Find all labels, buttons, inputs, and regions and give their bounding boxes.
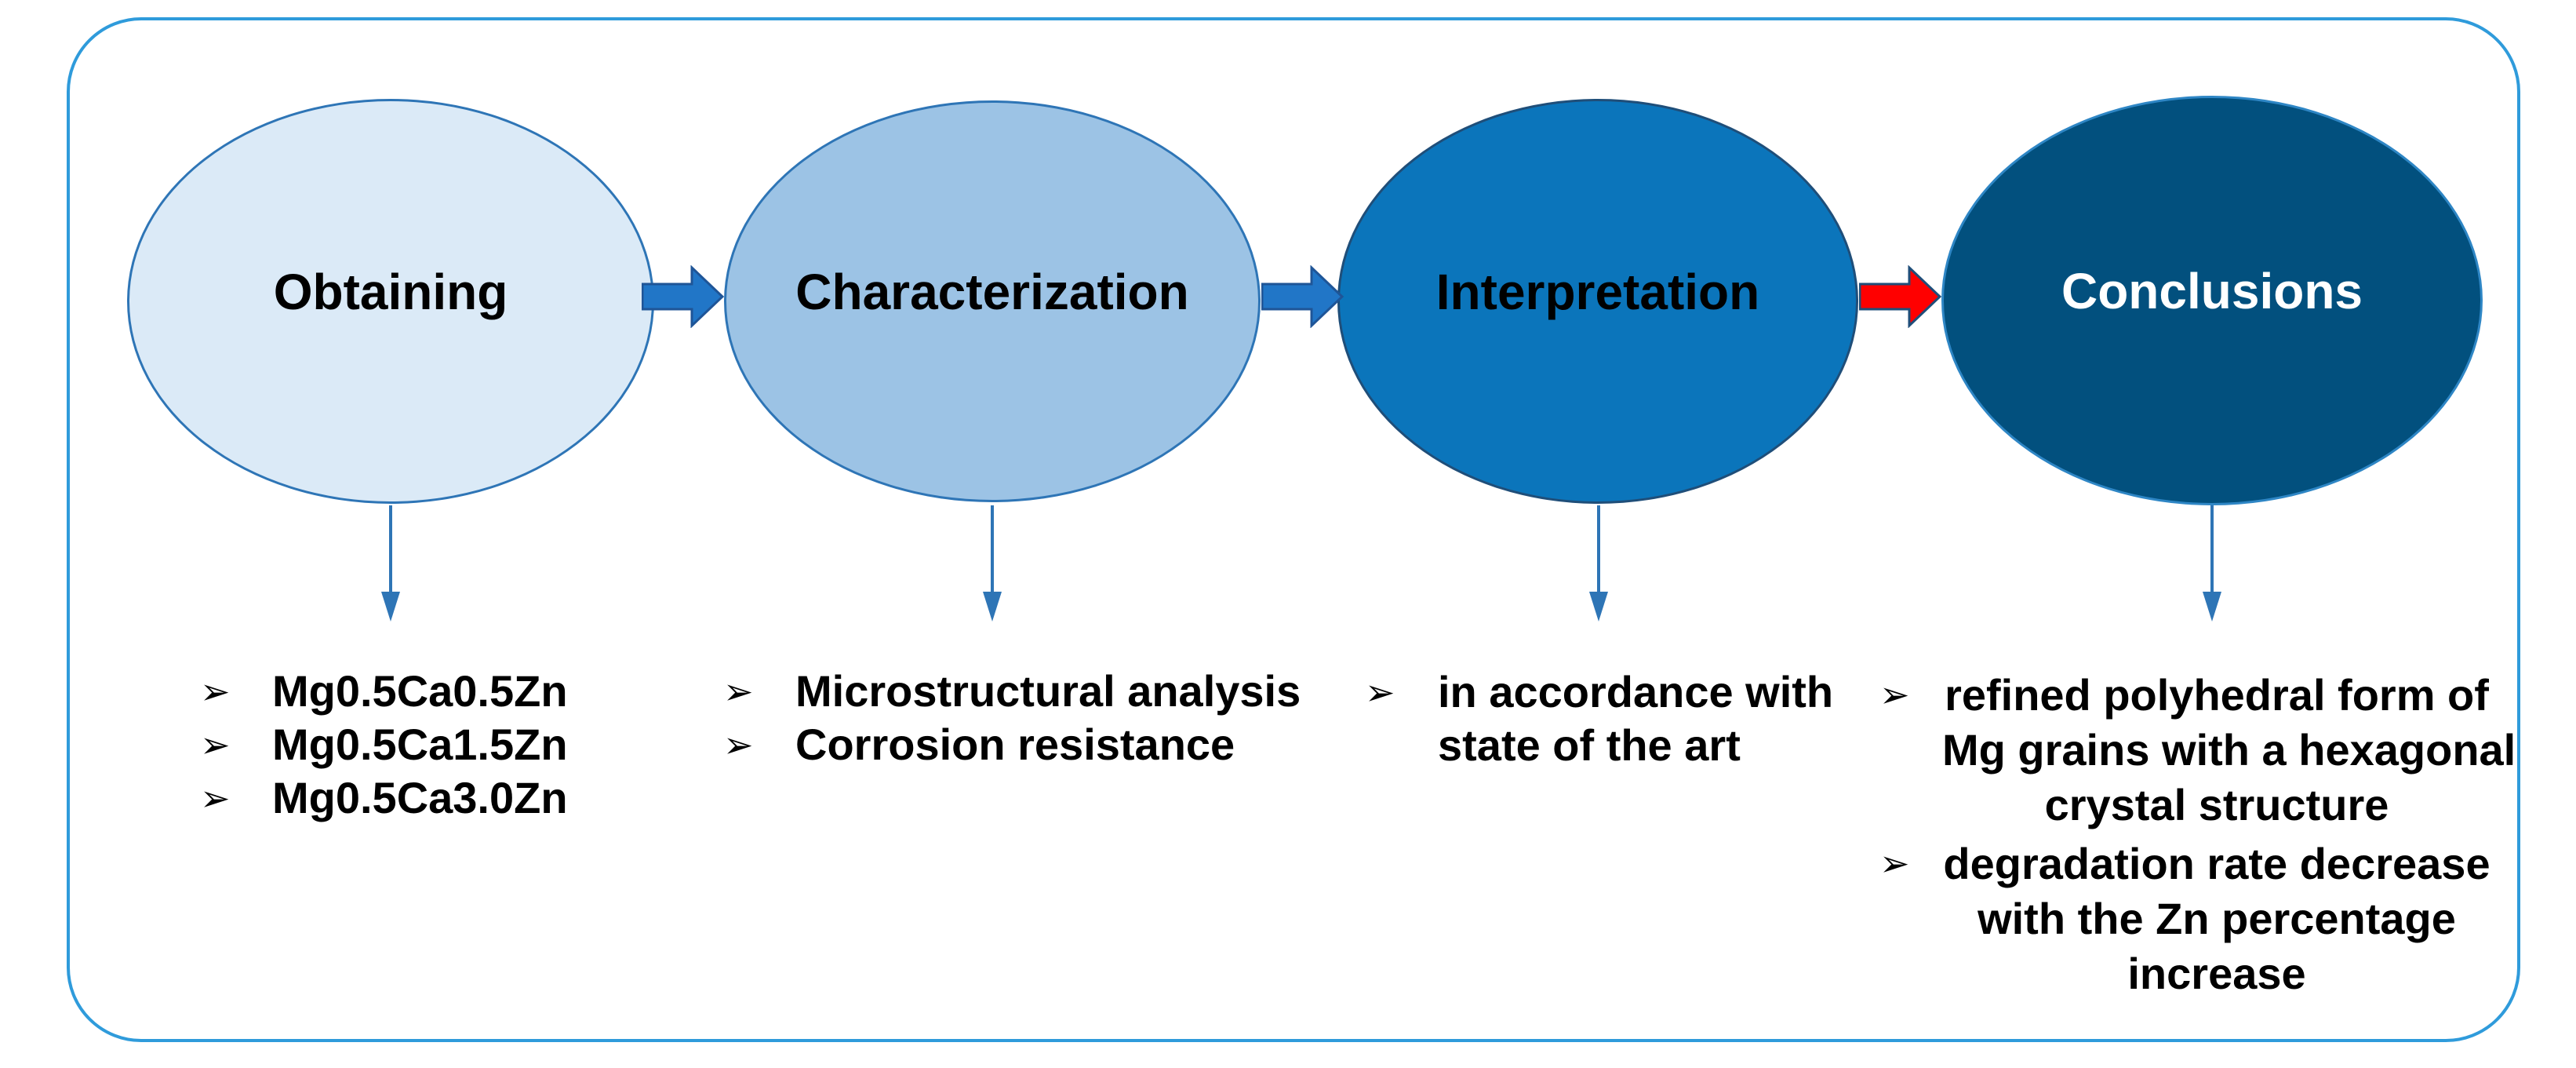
- list-item: ➢ Mg0.5Ca3.0Zn: [200, 771, 568, 825]
- block-arrow-icon: [1261, 265, 1344, 328]
- list-item-line: crystal structure: [2044, 780, 2389, 829]
- list-item-text: Mg0.5Ca3.0Zn: [272, 773, 568, 822]
- list-item-line: degradation rate decrease: [1943, 839, 2490, 888]
- list-obtaining: ➢ Mg0.5Ca0.5Zn ➢ Mg0.5Ca1.5Zn ➢ Mg0.5Ca3…: [200, 665, 568, 825]
- flow-arrow-interpretation-to-conclusions: [1859, 265, 1942, 328]
- list-item-line: with the Zn percentage: [1977, 894, 2456, 943]
- list-characterization: ➢ Microstructural analysis ➢ Corrosion r…: [723, 665, 1301, 771]
- list-conclusions: ➢ refined polyhedral form of Mg grains w…: [1879, 668, 2516, 1001]
- diagram-border: [67, 17, 2520, 1042]
- arrowhead-bullet-icon: ➢: [723, 670, 754, 713]
- down-arrow-characterization: [983, 505, 1002, 621]
- list-item: ➢ Mg0.5Ca0.5Zn: [200, 665, 568, 718]
- stage-ellipse-characterization: Characterization: [724, 100, 1261, 502]
- list-item-line: Mg grains with a hexagonal: [1942, 725, 2516, 775]
- arrowhead-bullet-icon: ➢: [1879, 842, 1910, 884]
- red-block-arrow-icon: [1859, 265, 1942, 328]
- arrowhead-bullet-icon: ➢: [1879, 673, 1910, 716]
- arrow-head-icon: [983, 592, 1002, 621]
- stage-label-interpretation: Interpretation: [1435, 264, 1760, 320]
- arrow-head-icon: [2203, 592, 2221, 621]
- stage-ellipse-conclusions: Conclusions: [1941, 96, 2483, 505]
- down-arrow-obtaining: [381, 505, 400, 621]
- arrowhead-bullet-icon: ➢: [1365, 671, 1395, 713]
- list-item-text: degradation rate decrease with the Zn pe…: [1942, 837, 2491, 1001]
- list-item-line: refined polyhedral form of: [1945, 670, 2489, 720]
- down-arrow-conclusions: [2203, 505, 2221, 621]
- list-item-text: in accordance with state of the art: [1438, 665, 1833, 772]
- list-item-line: in accordance with: [1438, 667, 1834, 716]
- list-item: ➢ Microstructural analysis: [723, 665, 1301, 718]
- block-arrow-icon: [642, 265, 725, 328]
- arrowhead-bullet-icon: ➢: [200, 777, 231, 819]
- list-item: ➢ in accordance with state of the art: [1365, 665, 1833, 772]
- list-item: ➢ Corrosion resistance: [723, 718, 1301, 771]
- down-arrow-interpretation: [1589, 505, 1608, 621]
- arrow-head-icon: [1589, 592, 1608, 621]
- arrowhead-bullet-icon: ➢: [200, 724, 231, 766]
- list-item-line: state of the art: [1438, 720, 1741, 770]
- flow-arrow-obtaining-to-characterization: [642, 265, 725, 328]
- stage-ellipse-interpretation: Interpretation: [1337, 99, 1858, 504]
- list-item-text: Microstructural analysis: [795, 666, 1301, 716]
- stage-label-conclusions: Conclusions: [2061, 263, 2363, 319]
- arrowhead-bullet-icon: ➢: [723, 724, 754, 766]
- list-interpretation: ➢ in accordance with state of the art: [1365, 665, 1833, 772]
- arrow-head-icon: [381, 592, 400, 621]
- flow-arrow-characterization-to-interpretation: [1261, 265, 1344, 328]
- list-item-text: Mg0.5Ca0.5Zn: [272, 666, 568, 716]
- list-item: ➢ refined polyhedral form of Mg grains w…: [1879, 668, 2516, 833]
- list-item: ➢ Mg0.5Ca1.5Zn: [200, 718, 568, 771]
- stage-ellipse-obtaining: Obtaining: [127, 99, 654, 504]
- stage-label-obtaining: Obtaining: [273, 264, 508, 320]
- arrowhead-bullet-icon: ➢: [200, 670, 231, 713]
- list-item-text: refined polyhedral form of Mg grains wit…: [1942, 668, 2516, 833]
- list-item-text: Corrosion resistance: [795, 720, 1235, 769]
- list-item-line: increase: [2127, 949, 2306, 998]
- list-item: ➢ degradation rate decrease with the Zn …: [1879, 837, 2491, 1001]
- stage-label-characterization: Characterization: [795, 264, 1189, 320]
- list-item-text: Mg0.5Ca1.5Zn: [272, 720, 568, 769]
